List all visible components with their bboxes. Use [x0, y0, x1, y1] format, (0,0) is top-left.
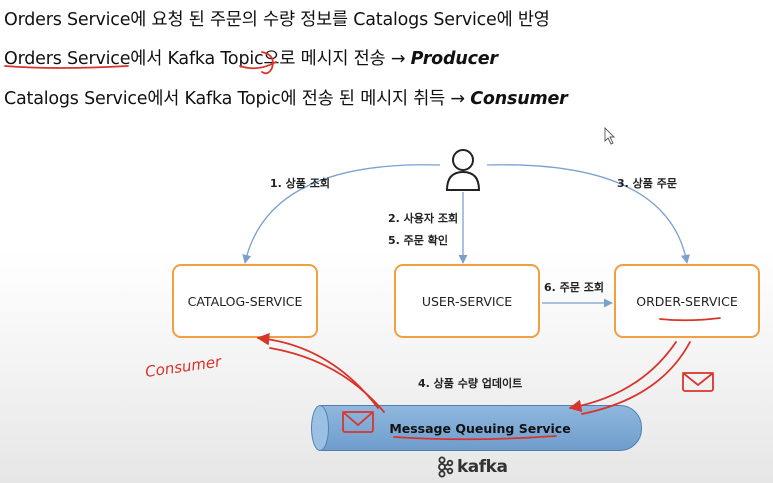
- handwritten-consumer: Consumer: [144, 352, 223, 381]
- headline-3-text: Catalogs Service에서 Kafka Topic에 전송 된 메시지…: [4, 89, 471, 109]
- mouse-cursor-icon: [604, 126, 616, 145]
- step-6-label: 6. 주문 조회: [544, 281, 604, 294]
- underline-message-queue: [393, 435, 557, 441]
- arrow-user-to-order: [486, 164, 690, 264]
- underline-orders-service: [4, 65, 129, 69]
- user-service-box: USER-SERVICE: [394, 264, 540, 338]
- kafka-logo-icon: [438, 456, 454, 478]
- annotation-arrow-catalog-2: [269, 347, 385, 413]
- order-service-label: ORDER-SERVICE: [636, 293, 738, 309]
- headline-3: Catalogs Service에서 Kafka Topic에 전송 된 메시지…: [4, 85, 568, 110]
- circle-topic: [261, 51, 274, 75]
- producer-label: Producer: [410, 49, 498, 69]
- headline-2: Orders Service에서 Kafka Topic으로 메시지 전송 → …: [4, 45, 498, 70]
- annotation-arrow-order-1: [568, 341, 677, 413]
- step-4-label: 4. 상품 수량 업데이트: [418, 377, 523, 390]
- envelope-icon-order: [682, 372, 714, 392]
- arrow-user-to-catalog: [242, 164, 441, 264]
- step-2-label: 2. 사용자 조회: [388, 212, 459, 225]
- envelope-icon-queue: [342, 411, 374, 433]
- annotation-arrow-order-2: [581, 341, 691, 415]
- message-queue-label: Message Queuing Service: [389, 420, 571, 436]
- headline-1: Orders Service에 요청 된 주문의 수량 정보를 Catalogs…: [4, 10, 550, 30]
- catalog-service-box: CATALOG-SERVICE: [172, 264, 318, 338]
- underline-order-service: [659, 317, 721, 322]
- user-service-label: USER-SERVICE: [421, 293, 513, 309]
- step-1-label: 1. 상품 조회: [270, 177, 330, 190]
- kafka-logo: kafka: [436, 456, 508, 478]
- catalog-service-label: CATALOG-SERVICE: [187, 293, 303, 309]
- kafka-logo-text: kafka: [457, 457, 508, 477]
- headline-2-text: Orders Service에서 Kafka Topic으로 메시지 전송 →: [4, 49, 411, 69]
- order-service-box: ORDER-SERVICE: [614, 264, 760, 338]
- underline-producer-line: [239, 61, 277, 70]
- step-3-label: 3. 상품 주문: [617, 177, 677, 190]
- step-5-label: 5. 주문 확인: [388, 234, 448, 247]
- consumer-label: Consumer: [470, 89, 568, 109]
